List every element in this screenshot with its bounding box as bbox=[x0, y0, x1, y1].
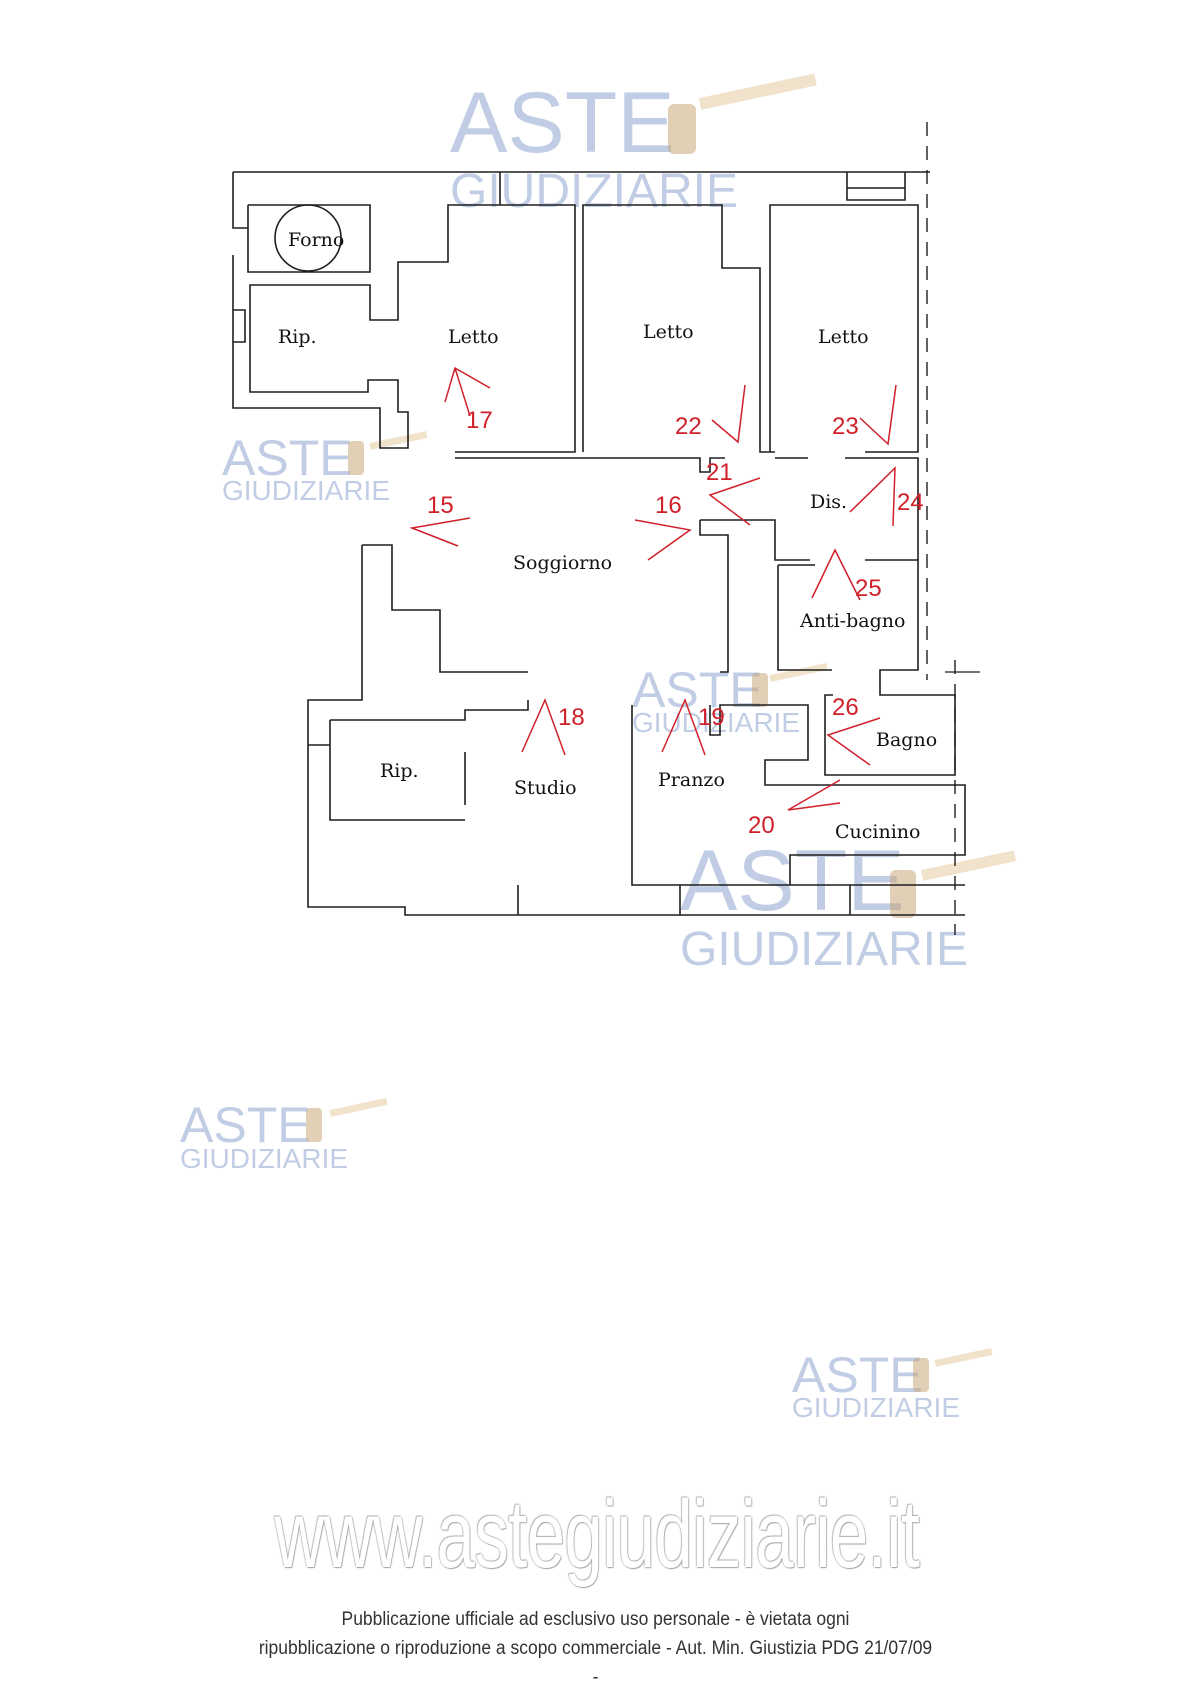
room-label-letto-1: Letto bbox=[448, 326, 499, 348]
viewpoint-arrow-21 bbox=[708, 477, 761, 526]
footer-line-1: Pubblicazione ufficiale ad esclusivo uso… bbox=[341, 1609, 850, 1630]
viewpoint-label-20: 20 bbox=[748, 812, 775, 839]
gavel-icon bbox=[934, 1348, 993, 1367]
viewpoint-arrow-22 bbox=[711, 384, 746, 444]
viewpoint-arrow-25 bbox=[811, 548, 861, 601]
room-label-forno: Forno bbox=[288, 229, 344, 251]
room-label-studio: Studio bbox=[514, 777, 577, 799]
room-label-letto-3: Letto bbox=[818, 326, 869, 348]
viewpoint-label-21: 21 bbox=[706, 459, 733, 486]
footer-line-3: - bbox=[592, 1667, 599, 1688]
watermark-aste: ASTE bbox=[792, 1347, 923, 1403]
viewpoint-arrow-23 bbox=[859, 384, 897, 446]
viewpoint-arrow-24 bbox=[849, 466, 896, 527]
room-label-rip-bottom: Rip. bbox=[380, 760, 419, 782]
viewpoint-label-25: 25 bbox=[855, 575, 882, 602]
watermark-giudiziarie: GIUDIZIARIE bbox=[450, 165, 738, 218]
viewpoint-label-16: 16 bbox=[655, 492, 682, 519]
viewpoint-arrow-19 bbox=[661, 697, 706, 756]
room-label-soggiorno: Soggiorno bbox=[513, 552, 612, 574]
viewpoint-label-17: 17 bbox=[466, 407, 493, 434]
viewpoint-arrow-20 bbox=[787, 779, 841, 811]
watermark-aste: ASTE bbox=[680, 833, 905, 929]
watermark-logo-left: ASTE GIUDIZIARIE bbox=[222, 430, 428, 506]
room-label-bagno: Bagno bbox=[876, 729, 937, 751]
watermark-aste: ASTE bbox=[632, 662, 763, 718]
viewpoint-label-19: 19 bbox=[698, 704, 725, 731]
watermark-logo-low: ASTE GIUDIZIARIE bbox=[792, 1347, 993, 1423]
viewpoint-arrow-18 bbox=[521, 697, 566, 756]
watermark-giudiziarie: GIUDIZIARIE bbox=[792, 1392, 960, 1423]
watermark-aste: ASTE bbox=[180, 1097, 311, 1153]
watermark-giudiziarie: GIUDIZIARIE bbox=[632, 707, 800, 738]
watermark-aste: ASTE bbox=[222, 430, 353, 486]
footer-notice: Pubblicazione ufficiale ad esclusivo uso… bbox=[0, 1605, 1191, 1692]
viewpoint-arrow-26 bbox=[826, 717, 881, 766]
watermark-site-url: www.astegiudiziarie.it bbox=[274, 1481, 920, 1588]
room-label-rip-top: Rip. bbox=[278, 326, 317, 348]
viewpoint-label-26: 26 bbox=[832, 694, 859, 721]
viewpoint-label-24: 24 bbox=[897, 489, 924, 516]
viewpoint-label-18: 18 bbox=[558, 704, 585, 731]
watermark-aste: ASTE bbox=[450, 75, 675, 171]
room-label-anti-bagno: Anti-bagno bbox=[799, 610, 905, 632]
watermark-giudiziarie: GIUDIZIARIE bbox=[680, 923, 968, 976]
viewpoint-markers bbox=[409, 366, 897, 811]
viewpoint-label-23: 23 bbox=[832, 413, 859, 440]
gavel-icon bbox=[369, 431, 428, 450]
walls bbox=[232, 122, 980, 935]
viewpoint-arrow-16 bbox=[634, 519, 692, 561]
oven-circle bbox=[274, 204, 342, 272]
watermark-giudiziarie: GIUDIZIARIE bbox=[222, 475, 390, 506]
watermark-logo-bottomright: ASTE GIUDIZIARIE bbox=[680, 833, 1017, 976]
gavel-icon bbox=[329, 1098, 388, 1117]
viewpoint-arrow-17 bbox=[444, 366, 491, 417]
watermark-logo-top: ASTE GIUDIZIARIE bbox=[450, 73, 817, 218]
watermark-giudiziarie: GIUDIZIARIE bbox=[180, 1143, 348, 1174]
watermark-logo-center: ASTE GIUDIZIARIE bbox=[632, 662, 828, 738]
footer-line-2: ripubblicazione o riproduzione a scopo c… bbox=[258, 1638, 933, 1659]
room-label-letto-2: Letto bbox=[643, 321, 694, 343]
gavel-icon bbox=[698, 73, 817, 110]
viewpoint-label-22: 22 bbox=[675, 413, 702, 440]
watermark-logo-mid: ASTE GIUDIZIARIE bbox=[180, 1097, 388, 1174]
room-label-dis: Dis. bbox=[810, 491, 847, 513]
viewpoint-arrow-15 bbox=[409, 517, 471, 547]
gavel-icon bbox=[769, 663, 828, 682]
viewpoint-label-15: 15 bbox=[427, 492, 454, 519]
room-label-pranzo: Pranzo bbox=[658, 769, 725, 791]
room-label-cucinino: Cucinino bbox=[835, 821, 920, 843]
gavel-icon bbox=[920, 850, 1017, 881]
